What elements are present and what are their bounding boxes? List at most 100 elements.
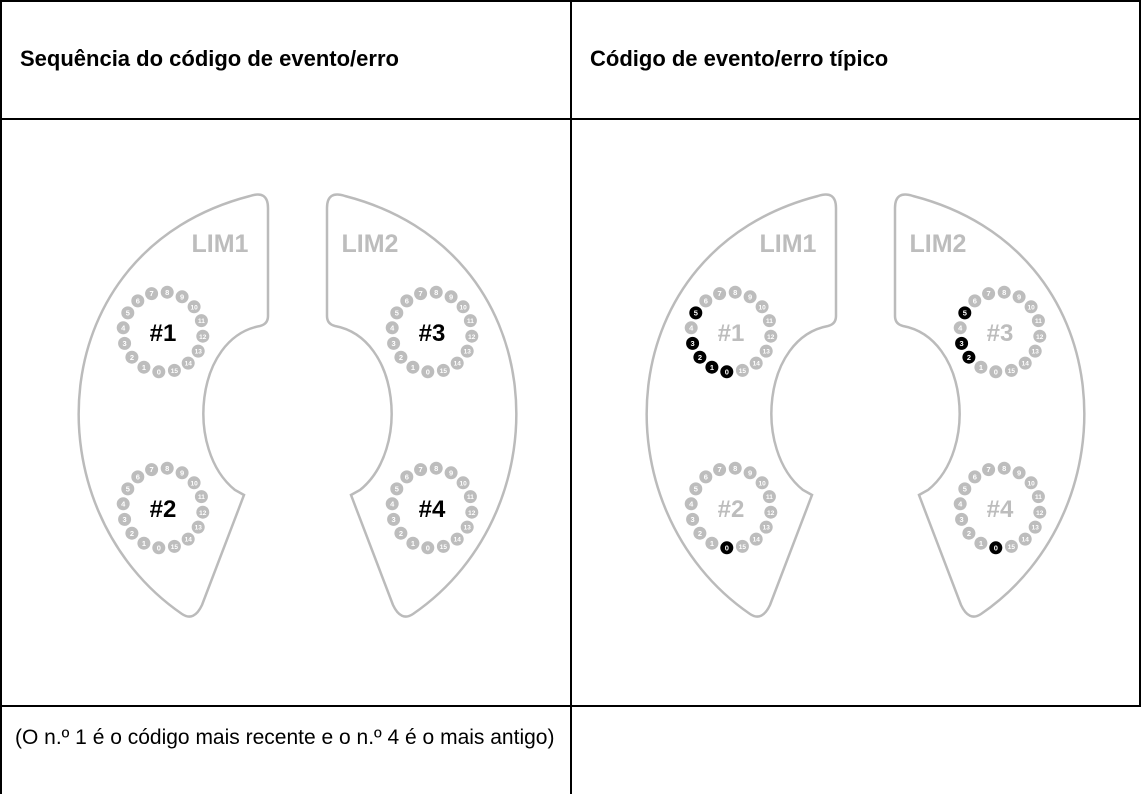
svg-text:14: 14 — [185, 361, 193, 368]
led-5: 5 — [689, 306, 703, 320]
led-15: 15 — [436, 363, 450, 377]
svg-text:7: 7 — [987, 465, 991, 474]
svg-text:8: 8 — [434, 288, 438, 297]
led-13: 13 — [460, 344, 474, 358]
svg-text:7: 7 — [718, 465, 722, 474]
svg-text:0: 0 — [157, 367, 161, 376]
led-10: 10 — [1024, 476, 1038, 490]
svg-text:13: 13 — [464, 525, 472, 532]
svg-text:9: 9 — [180, 468, 184, 477]
dial-label: #4 — [987, 496, 1014, 523]
led-0: 0 — [152, 541, 166, 555]
svg-text:3: 3 — [123, 515, 127, 524]
svg-text:0: 0 — [157, 543, 161, 552]
svg-text:6: 6 — [973, 297, 977, 306]
svg-text:5: 5 — [395, 485, 399, 494]
svg-text:11: 11 — [198, 494, 205, 501]
led-9: 9 — [175, 290, 189, 304]
led-14: 14 — [181, 356, 195, 370]
svg-text:0: 0 — [426, 367, 430, 376]
svg-text:12: 12 — [1036, 334, 1044, 341]
table-note: (O n.º 1 é o código mais recente e o n.º… — [15, 726, 555, 749]
svg-text:1: 1 — [411, 363, 415, 372]
led-6: 6 — [131, 294, 145, 308]
dial-label: #2 — [718, 496, 745, 523]
led-11: 11 — [1031, 314, 1045, 328]
led-8: 8 — [997, 285, 1011, 299]
svg-text:3: 3 — [960, 515, 964, 524]
svg-text:4: 4 — [390, 323, 395, 332]
svg-text:1: 1 — [411, 539, 415, 548]
led-14: 14 — [749, 356, 763, 370]
led-15: 15 — [735, 363, 749, 377]
svg-text:12: 12 — [199, 510, 207, 517]
led-14: 14 — [1018, 532, 1032, 546]
svg-text:12: 12 — [767, 510, 775, 517]
led-10: 10 — [456, 476, 470, 490]
led-10: 10 — [755, 476, 769, 490]
svg-text:12: 12 — [1036, 510, 1044, 517]
led-8: 8 — [160, 461, 174, 475]
svg-text:2: 2 — [967, 529, 971, 538]
led-14: 14 — [181, 532, 195, 546]
svg-text:13: 13 — [763, 525, 771, 532]
led-14: 14 — [749, 532, 763, 546]
led-2: 2 — [394, 350, 408, 364]
led-0: 0 — [720, 541, 734, 555]
led-5: 5 — [121, 482, 135, 496]
svg-text:0: 0 — [725, 543, 729, 552]
header-typical: Código de evento/erro típico — [590, 46, 889, 71]
led-12: 12 — [196, 505, 210, 519]
svg-text:4: 4 — [689, 499, 694, 508]
led-6: 6 — [400, 470, 414, 484]
svg-text:4: 4 — [121, 323, 126, 332]
svg-text:9: 9 — [1017, 292, 1021, 301]
led-11: 11 — [463, 314, 477, 328]
led-8: 8 — [997, 461, 1011, 475]
svg-text:3: 3 — [691, 339, 695, 348]
led-15: 15 — [167, 363, 181, 377]
led-12: 12 — [1033, 329, 1047, 343]
svg-text:5: 5 — [126, 485, 130, 494]
lim2-outline — [893, 193, 1086, 618]
led-3: 3 — [686, 512, 700, 526]
svg-text:1: 1 — [142, 539, 146, 548]
svg-text:11: 11 — [198, 318, 205, 325]
svg-text:7: 7 — [150, 289, 154, 298]
svg-text:10: 10 — [1027, 480, 1035, 487]
led-12: 12 — [465, 505, 479, 519]
svg-text:4: 4 — [390, 499, 395, 508]
led-8: 8 — [429, 461, 443, 475]
led-3: 3 — [686, 336, 700, 350]
led-13: 13 — [759, 344, 773, 358]
dial-label: #3 — [419, 320, 446, 347]
led-13: 13 — [1028, 520, 1042, 534]
led-5: 5 — [121, 306, 135, 320]
svg-text:6: 6 — [704, 473, 708, 482]
led-6: 6 — [131, 470, 145, 484]
led-4: 4 — [116, 321, 130, 335]
dial-label: #1 — [150, 320, 177, 347]
svg-text:9: 9 — [449, 468, 453, 477]
led-0: 0 — [989, 541, 1003, 555]
led-3: 3 — [118, 336, 132, 350]
led-11: 11 — [762, 490, 776, 504]
svg-text:4: 4 — [121, 499, 126, 508]
led-15: 15 — [167, 539, 181, 553]
led-12: 12 — [1033, 505, 1047, 519]
led-4: 4 — [953, 321, 967, 335]
svg-text:5: 5 — [126, 309, 130, 318]
led-7: 7 — [713, 287, 727, 301]
led-9: 9 — [1012, 290, 1026, 304]
led-6: 6 — [400, 294, 414, 308]
svg-text:6: 6 — [973, 473, 977, 482]
led-1: 1 — [406, 360, 420, 374]
led-4: 4 — [385, 321, 399, 335]
svg-text:11: 11 — [1035, 494, 1042, 501]
led-9: 9 — [1012, 466, 1026, 480]
svg-text:6: 6 — [704, 297, 708, 306]
